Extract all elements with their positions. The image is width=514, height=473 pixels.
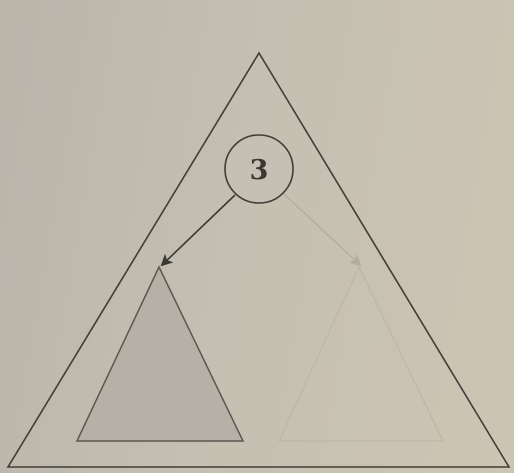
right-child-arrow [283,193,362,267]
root-node: 3 [224,134,294,204]
whole-tree-triangle [6,51,511,468]
left-subtree-triangle [75,265,245,442]
root-node-label: 3 [250,155,269,186]
left-child-arrow [160,194,236,267]
root-node-circle [224,134,294,204]
right-subtree-triangle [277,265,445,442]
